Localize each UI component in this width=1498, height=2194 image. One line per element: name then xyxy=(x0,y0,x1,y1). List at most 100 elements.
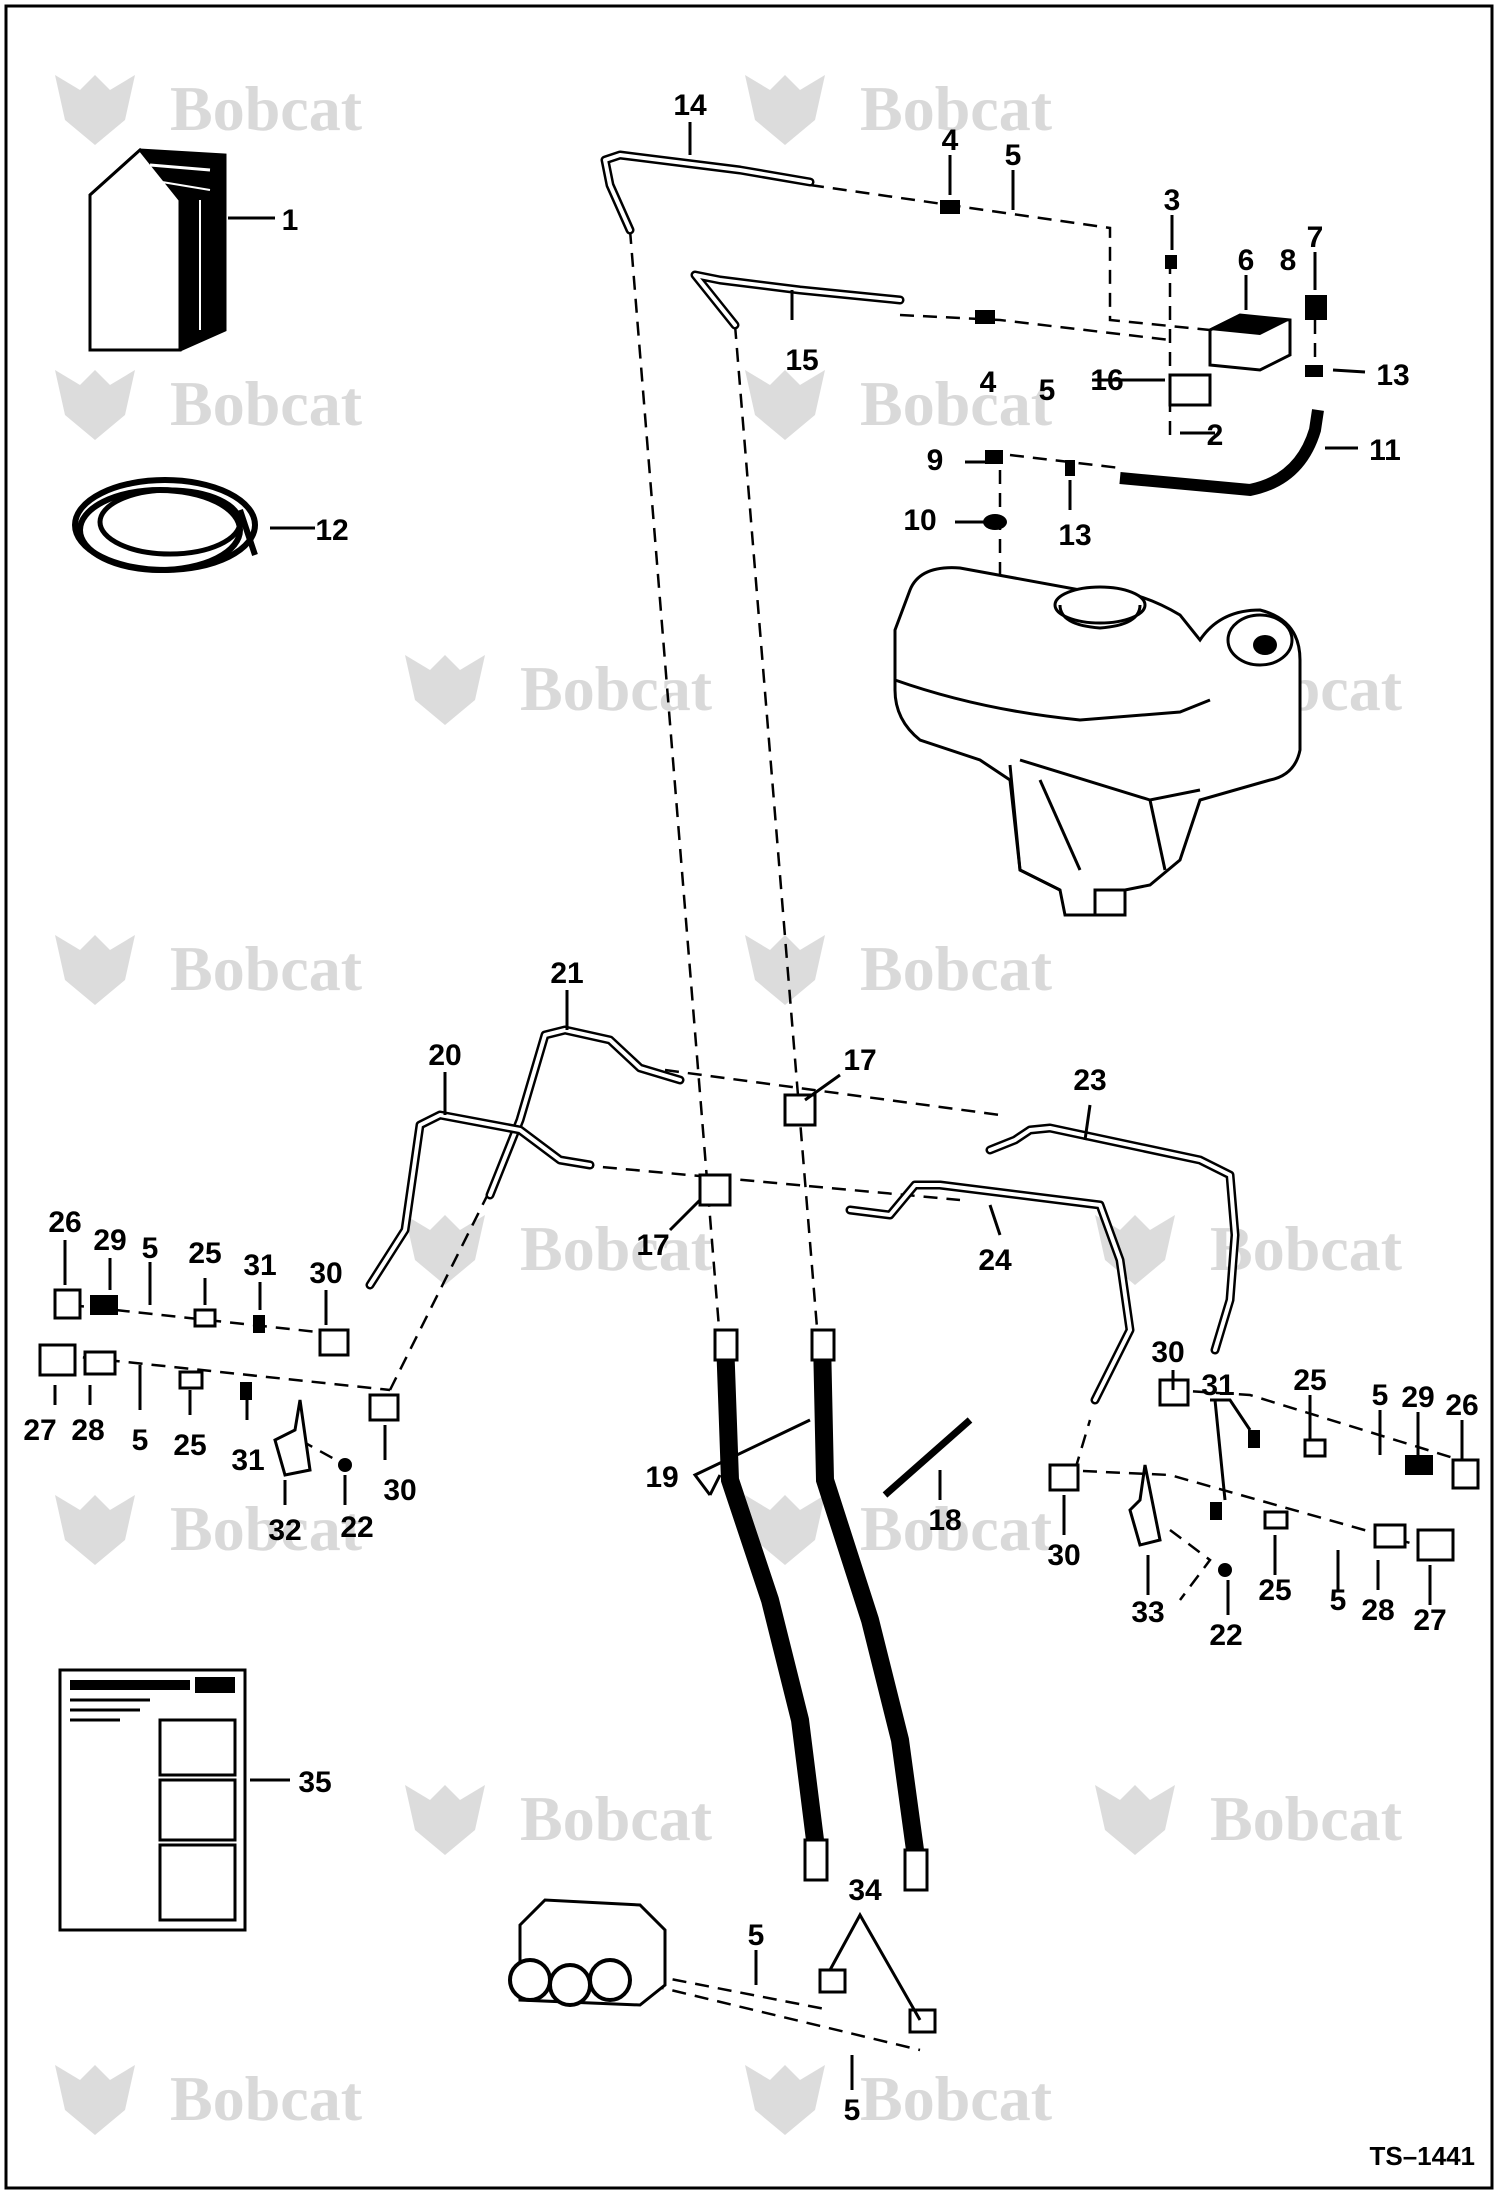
bobcat-logo-icon xyxy=(745,935,825,1005)
watermark-text: Bobcat xyxy=(170,2063,363,2134)
callout-13: 13 xyxy=(1058,519,1091,552)
item-11-hose xyxy=(1119,409,1324,497)
watermark-text: Bobcat xyxy=(170,368,363,439)
watermark-text: Bobcat xyxy=(170,1493,363,1564)
callout-25: 25 xyxy=(1258,1574,1291,1607)
watermark: Bobcat xyxy=(1095,1213,1403,1285)
item-18-tie xyxy=(882,1417,973,1498)
watermark: Bobcat xyxy=(745,368,1053,440)
callout-21: 21 xyxy=(550,957,583,990)
tube-lines xyxy=(365,150,1240,1405)
callout-30: 30 xyxy=(309,1257,342,1290)
reservoir-tank xyxy=(893,566,1302,917)
watermark: Bobcat xyxy=(55,1493,363,1565)
callout-16: 16 xyxy=(1090,364,1123,397)
assembly-lines xyxy=(59,183,1461,2052)
callout-29: 29 xyxy=(1401,1381,1434,1414)
watermark: Bobcat xyxy=(55,368,363,440)
bobcat-logo-icon xyxy=(55,1495,135,1565)
callout-5: 5 xyxy=(748,1919,765,1952)
bobcat-logo-icon xyxy=(1095,1785,1175,1855)
watermark-text: Bobcat xyxy=(520,1213,713,1284)
callout-30: 30 xyxy=(1047,1539,1080,1572)
callout-23: 23 xyxy=(1073,1064,1106,1097)
callout-14: 14 xyxy=(673,89,707,122)
callout-28: 28 xyxy=(71,1414,104,1447)
callout-12: 12 xyxy=(315,514,348,547)
bobcat-logo-icon xyxy=(1095,1215,1175,1285)
callout-layer: 1234455555555678910111213131415161717181… xyxy=(23,89,1478,2127)
watermark: Bobcat xyxy=(745,73,1053,145)
callout-24: 24 xyxy=(978,1244,1012,1277)
callout-5: 5 xyxy=(1005,139,1022,172)
callout-19: 19 xyxy=(645,1461,678,1494)
fittings xyxy=(38,200,1480,2034)
item-1-box xyxy=(88,147,227,352)
watermark: Bobcat xyxy=(745,933,1053,1005)
callout-15: 15 xyxy=(785,344,818,377)
bobcat-logo-icon xyxy=(745,2065,825,2135)
watermark-text: Bobcat xyxy=(520,1783,713,1854)
callout-6: 6 xyxy=(1238,244,1255,277)
callout-22: 22 xyxy=(340,1511,373,1544)
bobcat-logo-icon xyxy=(745,1495,825,1565)
callout-3: 3 xyxy=(1164,184,1181,217)
callout-25: 25 xyxy=(1293,1364,1326,1397)
watermark-text: Bobcat xyxy=(860,368,1053,439)
watermark-text: Bobcat xyxy=(520,653,713,724)
callout-33: 33 xyxy=(1131,1596,1164,1629)
callout-17: 17 xyxy=(636,1229,669,1262)
callout-17: 17 xyxy=(843,1044,876,1077)
item-35-decal xyxy=(58,1668,247,1932)
bobcat-logo-icon xyxy=(55,935,135,1005)
callout-32: 32 xyxy=(268,1514,301,1547)
bobcat-logo-icon xyxy=(745,75,825,145)
callout-26: 26 xyxy=(48,1206,81,1239)
watermark: Bobcat xyxy=(405,1213,713,1285)
callout-10: 10 xyxy=(903,504,936,537)
callout-34: 34 xyxy=(848,1874,882,1907)
callout-31: 31 xyxy=(231,1444,264,1477)
watermark: Bobcat xyxy=(55,73,363,145)
callout-29: 29 xyxy=(93,1224,126,1257)
callout-2: 2 xyxy=(1207,419,1224,452)
watermark: Bobcat xyxy=(405,653,713,725)
bobcat-logo-icon xyxy=(55,75,135,145)
watermark: Bobcat xyxy=(745,2063,1053,2135)
callout-27: 27 xyxy=(23,1414,56,1447)
watermark-text: Bobcat xyxy=(170,73,363,144)
watermark-text: Bobcat xyxy=(860,933,1053,1004)
callout-35: 35 xyxy=(298,1766,331,1799)
callout-4: 4 xyxy=(942,124,959,157)
bobcat-logo-icon xyxy=(405,1785,485,1855)
watermark-text: Bobcat xyxy=(1210,1213,1403,1284)
watermark: Bobcat xyxy=(1095,1783,1403,1855)
callout-18: 18 xyxy=(928,1504,961,1537)
watermark: Bobcat xyxy=(405,1783,713,1855)
bobcat-logo-icon xyxy=(55,370,135,440)
callout-5: 5 xyxy=(132,1424,149,1457)
bobcat-logo-icon xyxy=(55,2065,135,2135)
callout-30: 30 xyxy=(1151,1336,1184,1369)
callout-26: 26 xyxy=(1445,1389,1478,1422)
watermark-text: Bobcat xyxy=(860,73,1053,144)
item-19-hoses xyxy=(713,1328,929,1892)
callout-5: 5 xyxy=(1330,1584,1347,1617)
watermark: Bobcat xyxy=(55,933,363,1005)
watermark-text: Bobcat xyxy=(860,2063,1053,2134)
callout-5: 5 xyxy=(1372,1379,1389,1412)
callout-7: 7 xyxy=(1307,221,1324,254)
callout-20: 20 xyxy=(428,1039,461,1072)
callout-28: 28 xyxy=(1361,1594,1394,1627)
callout-25: 25 xyxy=(188,1237,221,1270)
callout-5: 5 xyxy=(844,2094,861,2127)
callout-5: 5 xyxy=(142,1232,159,1265)
callout-1: 1 xyxy=(282,204,299,237)
diagram-frame xyxy=(4,4,1494,2190)
callout-31: 31 xyxy=(1201,1369,1234,1402)
watermark-text: Bobcat xyxy=(860,1493,1053,1564)
drawing-reference: TS–1441 xyxy=(1369,2141,1475,2171)
